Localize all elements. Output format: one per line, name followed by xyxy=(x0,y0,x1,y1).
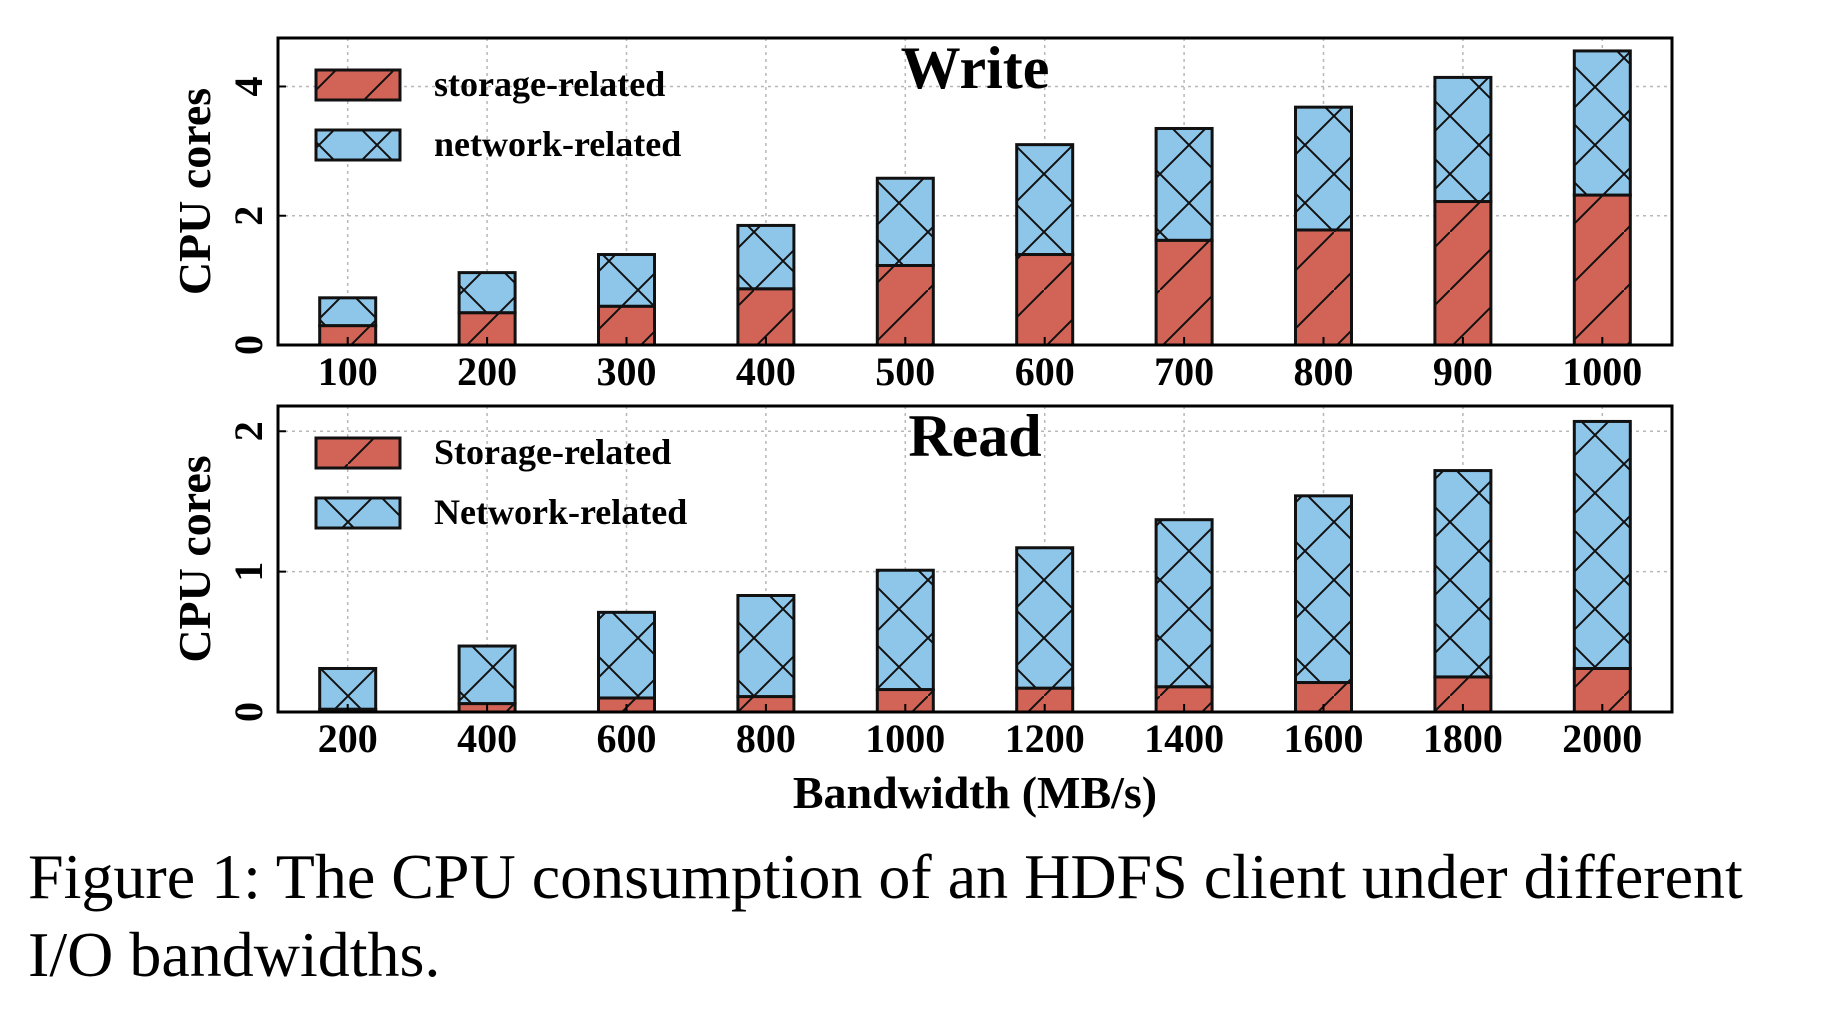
network-bar xyxy=(1015,546,1075,690)
network-bar xyxy=(1572,419,1632,670)
network-bar xyxy=(1154,518,1214,689)
network-bar xyxy=(1294,494,1353,685)
network-bar xyxy=(318,666,378,711)
x-tick-label: 200 xyxy=(457,349,517,394)
network-bar xyxy=(1433,469,1493,679)
x-tick-label: 2000 xyxy=(1562,716,1642,761)
x-axis-label: Bandwidth (MB/s) xyxy=(793,767,1157,818)
network-bar xyxy=(736,593,796,699)
network-bar xyxy=(1572,49,1632,197)
x-tick-label: 300 xyxy=(597,349,657,394)
storage-bar xyxy=(1015,253,1075,347)
plot-frame xyxy=(276,404,1674,714)
read-panel: 200 400 600 800 1000 1200 1400 1600 1800 2000 0 1 2C… xyxy=(169,403,1674,818)
legend-item: storage-related xyxy=(314,64,665,104)
network-bar xyxy=(318,296,378,328)
x-tick-label: 1600 xyxy=(1284,716,1364,761)
network-bar xyxy=(1294,105,1353,232)
storage-bar xyxy=(1154,238,1214,347)
y-tick-label: 2 xyxy=(226,206,271,226)
legend-item: network-related xyxy=(314,124,681,164)
legend-label: Network-related xyxy=(434,492,687,532)
y-tick-label: 2 xyxy=(226,421,271,441)
figure-caption: Figure 1: The CPU consumption of an HDFS… xyxy=(28,841,1743,990)
x-tick-label: 400 xyxy=(457,716,517,761)
x-tick-label: 600 xyxy=(597,716,657,761)
legend-label: storage-related xyxy=(434,64,665,104)
x-tick-label: 700 xyxy=(1154,349,1214,394)
legend-item: Storage-related xyxy=(314,432,671,472)
y-tick-label: 4 xyxy=(226,76,271,96)
storage-bar xyxy=(1294,228,1353,347)
y-tick-label: 1 xyxy=(226,562,271,582)
x-tick-label: 400 xyxy=(736,349,796,394)
x-tick-label: 500 xyxy=(875,349,935,394)
y-axis-label: CPU cores xyxy=(169,455,220,662)
y-axis-label: CPU cores xyxy=(169,88,220,295)
x-tick-label: 600 xyxy=(1015,349,1075,394)
storage-bar xyxy=(875,688,935,714)
storage-bar xyxy=(1572,193,1632,347)
network-bar xyxy=(1433,75,1493,204)
legend-label: Storage-related xyxy=(434,432,671,472)
x-tick-label: 200 xyxy=(318,716,378,761)
x-tick-label: 800 xyxy=(736,716,796,761)
network-bar xyxy=(736,223,796,291)
network-bar xyxy=(875,176,935,268)
x-tick-label: 1000 xyxy=(1562,349,1642,394)
x-tick-label: 1200 xyxy=(1005,716,1085,761)
x-tick-label: 1400 xyxy=(1144,716,1224,761)
network-bar xyxy=(875,568,935,692)
storage-bar xyxy=(1572,666,1632,714)
panel-title: Write xyxy=(901,35,1050,101)
x-tick-label: 900 xyxy=(1433,349,1493,394)
network-bar xyxy=(1154,126,1214,242)
x-tick-label: 800 xyxy=(1294,349,1354,394)
network-bar xyxy=(457,644,517,706)
storage-bar xyxy=(1433,200,1493,347)
x-tick-label: 1800 xyxy=(1423,716,1503,761)
storage-bar xyxy=(736,287,796,347)
network-bar xyxy=(597,610,656,700)
network-bar xyxy=(597,253,656,308)
legend-label: network-related xyxy=(434,124,681,164)
legend-item: Network-related xyxy=(314,492,687,532)
x-tick-label: 1000 xyxy=(865,716,945,761)
network-bar xyxy=(1015,143,1075,257)
x-tick-label: 100 xyxy=(318,349,378,394)
storage-bar xyxy=(1294,681,1353,714)
panel-title: Read xyxy=(908,403,1041,469)
y-tick-label: 0 xyxy=(226,702,271,722)
plot-frame xyxy=(276,36,1674,347)
storage-bar xyxy=(875,264,935,347)
network-bar xyxy=(457,271,517,315)
y-tick-label: 0 xyxy=(226,335,271,355)
